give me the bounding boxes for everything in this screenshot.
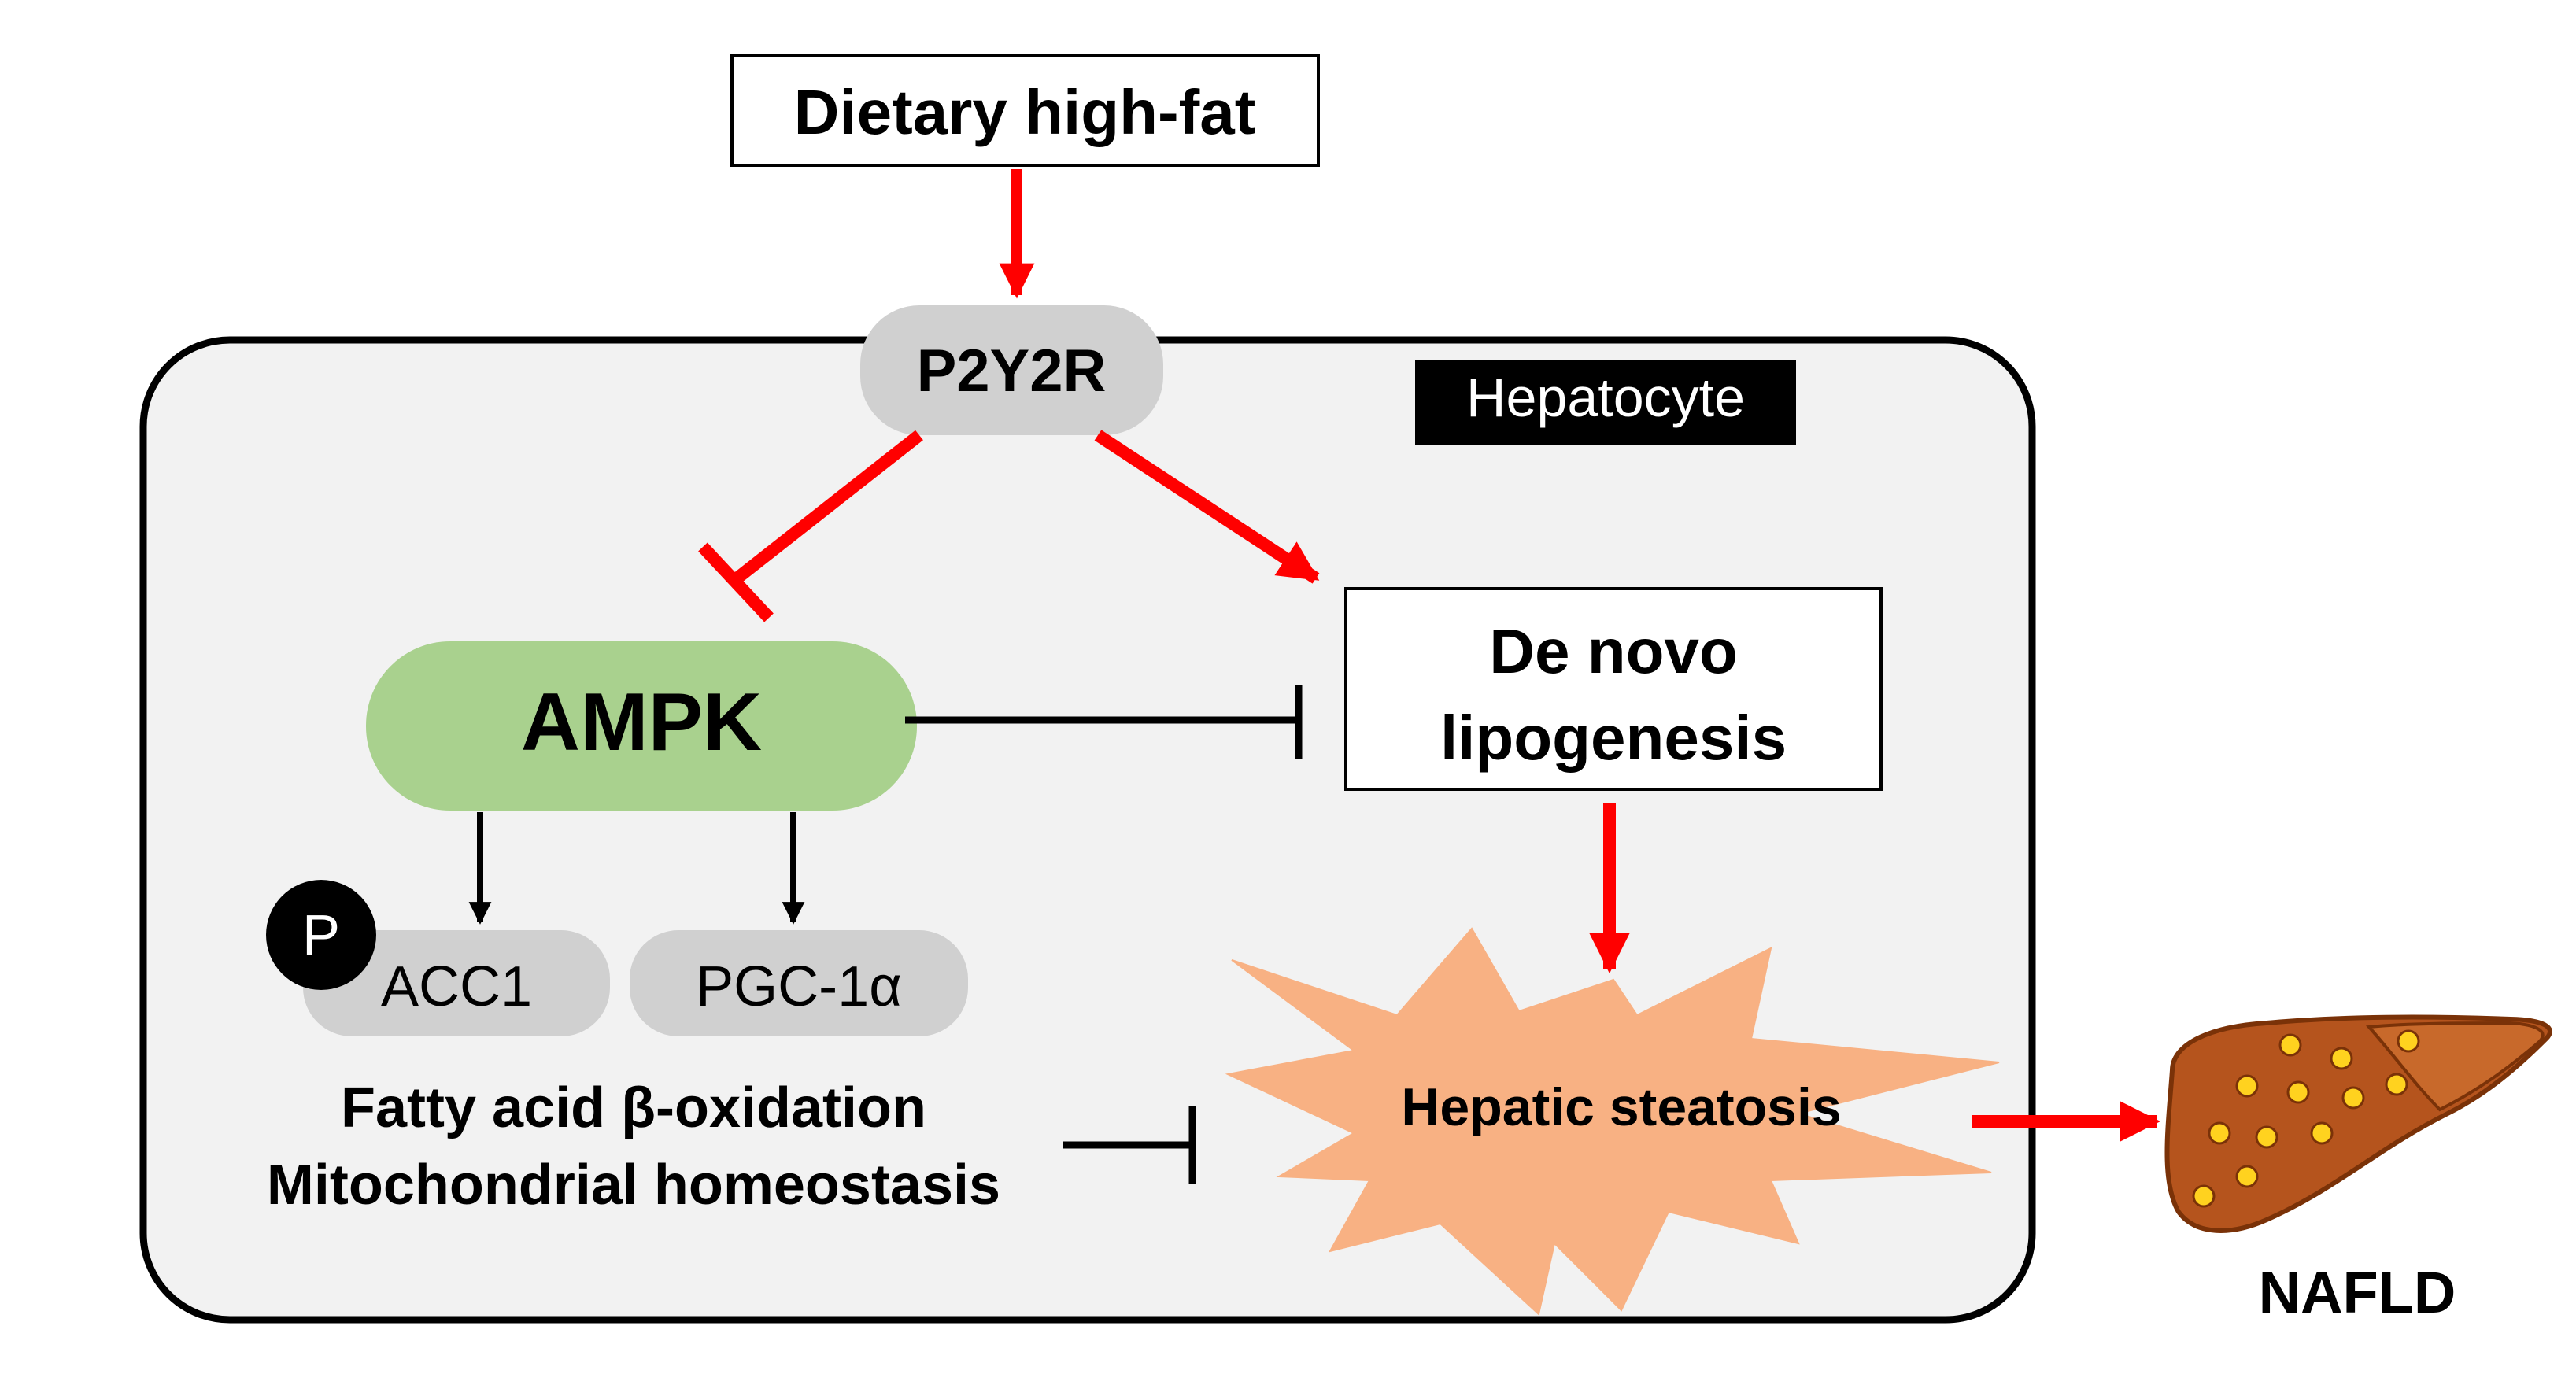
de-novo-lipogenesis-box: De novo lipogenesis [1344, 587, 1883, 791]
svg-text:Hepatocyte: Hepatocyte [1466, 367, 1745, 428]
svg-text:Dietary high-fat: Dietary high-fat [794, 77, 1256, 147]
svg-text:P: P [302, 904, 340, 967]
inhibit-ampk-dnl [905, 685, 1303, 759]
starburst-icon [1225, 927, 2000, 1316]
inhibit-fao-steatosis [1063, 1106, 1196, 1184]
acc1-node: ACC1 [303, 930, 610, 1036]
hepatic-steatosis-label: Hepatic steatosis [1401, 1077, 1841, 1137]
svg-text:AMPK: AMPK [521, 677, 762, 768]
hepatocyte-label: Hepatocyte [1415, 360, 1796, 445]
svg-text:lipogenesis: lipogenesis [1440, 703, 1787, 773]
svg-text:ACC1: ACC1 [381, 955, 532, 1018]
fao-label-line2: Mitochondrial homeostasis [267, 1154, 1000, 1217]
dietary-high-fat-box: Dietary high-fat [730, 54, 1320, 167]
svg-text:De novo: De novo [1489, 616, 1738, 686]
ampk-node: AMPK [366, 641, 917, 811]
svg-text:P2Y2R: P2Y2R [917, 338, 1107, 404]
arrow-p2y2r-to-dnl [1094, 430, 1320, 584]
liver-icon [2164, 1014, 2552, 1233]
phospho-badge-icon: P [266, 880, 376, 990]
p2y2r-node: P2Y2R [860, 305, 1163, 435]
nafld-label: NAFLD [2259, 1260, 2456, 1325]
pgc1a-node: PGC-1α [630, 930, 968, 1036]
svg-text:PGC-1α: PGC-1α [696, 955, 902, 1018]
inhibit-p2y2r-ampk [698, 430, 923, 622]
fao-label-line1: Fatty acid β-oxidation [341, 1077, 926, 1139]
